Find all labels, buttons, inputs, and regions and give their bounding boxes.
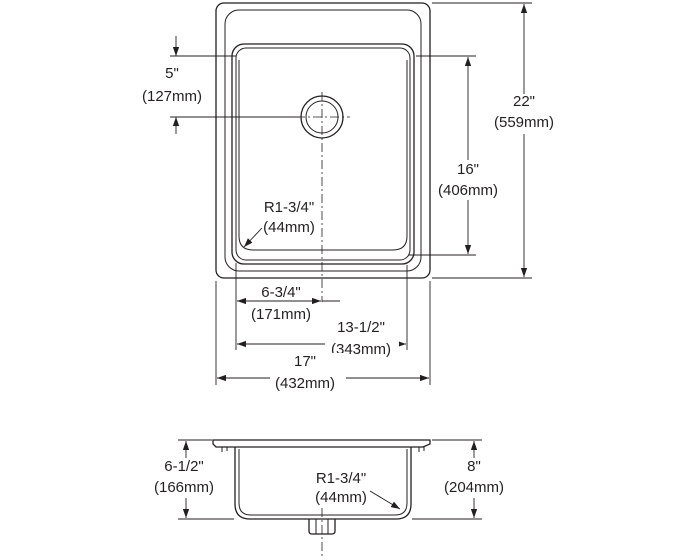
top-view: 5" (127mm) 22" (559mm) 16" (406mm) R1-3/… (142, 2, 560, 393)
bowl-length-mm: (406mm) (438, 182, 498, 199)
sink-rim-outer (215, 2, 431, 279)
drain-edge-mm: (171mm) (251, 306, 311, 323)
side-corner-radius-mm: (44mm) (315, 489, 367, 506)
side-view: 6-1/2" (166mm) R1-3/4" (44mm) 8" (204mm) (150, 439, 510, 556)
drain-offset-mm: (127mm) (142, 88, 202, 105)
drain-offset-inch: 5" (165, 65, 179, 82)
overall-length-inch: 22" (513, 93, 535, 110)
overall-width-inch: 17" (294, 353, 316, 370)
sink-deck (231, 43, 415, 265)
overall-depth-mm: (166mm) (154, 479, 214, 496)
side-rim-flange (212, 439, 431, 448)
corner-radius-mm: (44mm) (263, 219, 315, 236)
overall-depth-inch: 6-1/2" (164, 458, 204, 475)
side-bowl-inner (238, 449, 408, 516)
bowl-depth-inch: 8" (467, 458, 481, 475)
corner-radius-inch: R1-3/4" (264, 199, 314, 216)
bowl-length-inch: 16" (457, 161, 479, 178)
corner-radius-leader (243, 227, 263, 248)
drain-edge-inch: 6-3/4" (261, 284, 301, 301)
sink-rim-inner (224, 9, 422, 272)
side-corner-radius-inch: R1-3/4" (316, 470, 366, 487)
overall-width-mm: (432mm) (275, 375, 335, 392)
side-corner-radius-leader (369, 490, 401, 510)
overall-length-mm: (559mm) (494, 114, 554, 131)
side-bowl-outer (234, 447, 412, 520)
sink-bowl-bottom (238, 60, 408, 251)
sink-bowl (235, 47, 411, 261)
bowl-width-inch: 13-1/2" (337, 319, 385, 336)
bowl-depth-mm: (204mm) (444, 479, 504, 496)
